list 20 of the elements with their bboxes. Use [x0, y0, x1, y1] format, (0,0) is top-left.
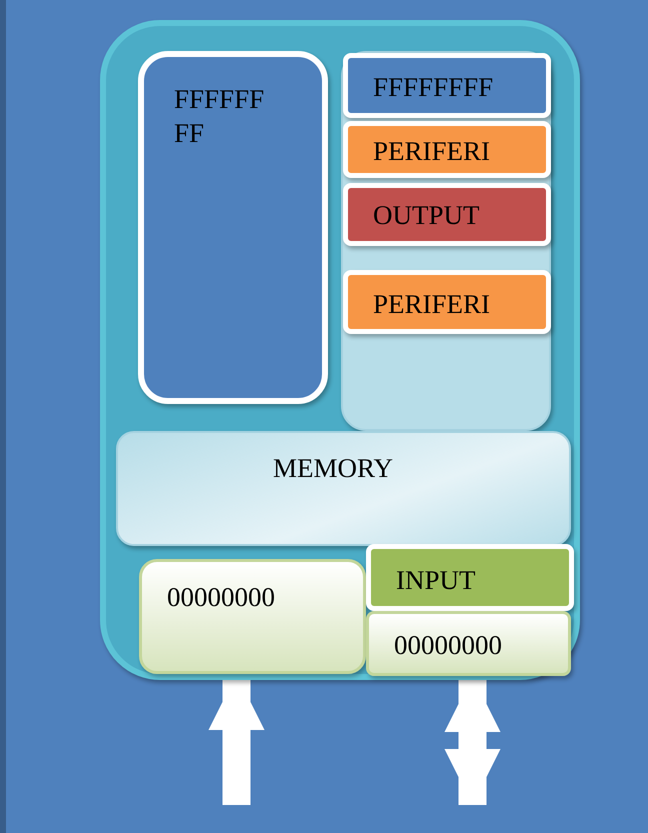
block-label: PERIFERI — [373, 135, 490, 168]
container-panel — [100, 20, 580, 680]
block-label: MEMORY — [273, 452, 394, 485]
block-label: 00000000 — [167, 581, 275, 614]
block-label: OUTPUT — [373, 199, 480, 232]
input-block — [366, 544, 574, 611]
peripheral-block — [343, 270, 551, 334]
memory-block — [366, 611, 571, 676]
peripheral-block — [343, 121, 551, 178]
block-label: INPUT — [396, 564, 476, 597]
memory-block — [138, 51, 328, 404]
block-label: 00000000 — [394, 629, 502, 662]
address-block — [343, 53, 551, 118]
output-block — [343, 183, 551, 246]
memory-band — [116, 431, 571, 546]
block-label: FFFFFFFF — [373, 71, 494, 104]
memory-block — [139, 559, 366, 674]
block-label: FFFFFF FF — [174, 83, 266, 150]
column-panel — [341, 51, 551, 431]
block-label: PERIFERI — [373, 288, 490, 321]
